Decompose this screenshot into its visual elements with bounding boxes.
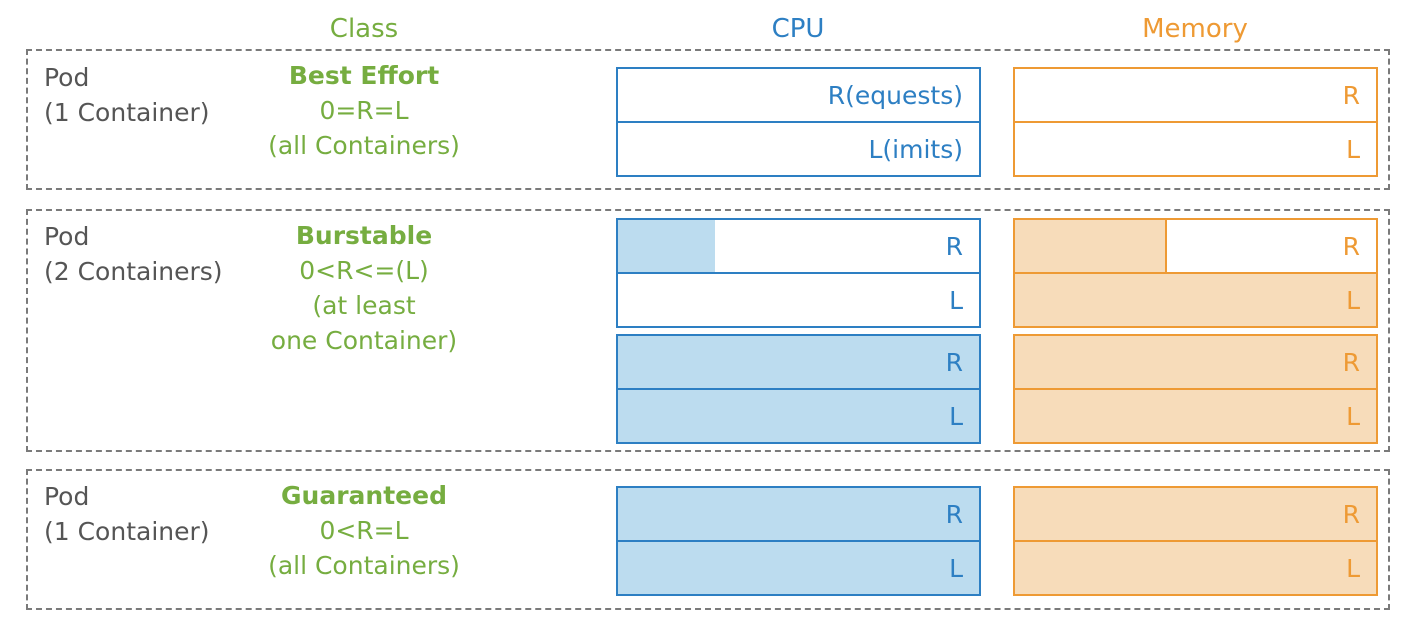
cpu-request-fill bbox=[618, 488, 979, 540]
cpu-limit-label: L bbox=[949, 401, 963, 431]
pod-box-burstable bbox=[26, 209, 1390, 452]
memory-limit-label: L bbox=[1346, 553, 1360, 583]
pod-title: Pod bbox=[44, 63, 90, 92]
memory-request-cell: R bbox=[1013, 486, 1378, 542]
memory-request-label: R bbox=[1342, 347, 1360, 377]
memory-request-cell: R bbox=[1013, 334, 1378, 390]
memory-limit-cell: L bbox=[1013, 272, 1378, 328]
pod-container-count: (1 Container) bbox=[44, 98, 210, 127]
memory-limit-label: L bbox=[1346, 401, 1360, 431]
cpu-limit-cell: L bbox=[616, 540, 981, 596]
memory-limit-cell: L bbox=[1013, 388, 1378, 444]
pod-label: Pod (1 Container) bbox=[44, 60, 210, 130]
memory-request-label: R bbox=[1342, 499, 1360, 529]
cpu-request-fill bbox=[618, 220, 716, 272]
memory-request-fill bbox=[1015, 488, 1376, 540]
cpu-request-fill bbox=[618, 336, 979, 388]
cpu-request-label: R bbox=[945, 231, 963, 261]
memory-limit-fill bbox=[1015, 542, 1376, 594]
pod-container-count: (2 Containers) bbox=[44, 257, 223, 286]
memory-limit-cell: L bbox=[1013, 540, 1378, 596]
pod-label: Pod (1 Container) bbox=[44, 479, 210, 549]
cpu-limit-fill bbox=[618, 390, 979, 442]
cpu-request-cell: R bbox=[616, 218, 981, 274]
memory-request-fill bbox=[1015, 336, 1376, 388]
cpu-limit-cell: L(imits) bbox=[616, 121, 981, 177]
pod-title: Pod bbox=[44, 482, 90, 511]
qos-class-scope: one Container) bbox=[270, 326, 458, 355]
qos-class-scope: (all Containers) bbox=[268, 131, 460, 160]
qos-class: Burstable 0<R<=(L) (at least one Contain… bbox=[199, 218, 529, 358]
cpu-request-cell: R(equests) bbox=[616, 67, 981, 123]
cpu-column-header: CPU bbox=[771, 14, 825, 44]
qos-class-scope: (at least bbox=[312, 291, 416, 320]
cpu-request-cell: R bbox=[616, 334, 981, 390]
pod-container-count: (1 Container) bbox=[44, 517, 210, 546]
qos-class-scope: (all Containers) bbox=[268, 551, 460, 580]
cpu-request-label: R bbox=[945, 499, 963, 529]
qos-class-rule: 0<R<=(L) bbox=[299, 256, 429, 285]
cpu-limit-label: L bbox=[949, 553, 963, 583]
cpu-limit-label: L bbox=[949, 285, 963, 315]
qos-class-name: Best Effort bbox=[288, 61, 440, 90]
memory-limit-fill bbox=[1015, 390, 1376, 442]
pod-box-guaranteed bbox=[26, 469, 1390, 610]
memory-column-header: Memory bbox=[1142, 14, 1248, 44]
memory-limit-cell: L bbox=[1013, 121, 1378, 177]
pod-title: Pod bbox=[44, 222, 90, 251]
pod-box-best-effort bbox=[26, 49, 1390, 190]
memory-request-cell: R bbox=[1013, 67, 1378, 123]
qos-class-rule: 0=R=L bbox=[319, 96, 409, 125]
memory-limit-label: L bbox=[1346, 285, 1360, 315]
memory-limit-fill bbox=[1015, 274, 1376, 326]
qos-class: Best Effort 0=R=L (all Containers) bbox=[199, 58, 529, 163]
qos-class-name: Guaranteed bbox=[281, 481, 447, 510]
cpu-limit-cell: L bbox=[616, 388, 981, 444]
class-column-header: Class bbox=[329, 14, 399, 44]
cpu-limit-cell: L bbox=[616, 272, 981, 328]
memory-limit-label: L bbox=[1346, 134, 1360, 164]
memory-request-label: R bbox=[1342, 80, 1360, 110]
memory-request-fill bbox=[1015, 220, 1167, 272]
cpu-request-cell: R bbox=[616, 486, 981, 542]
qos-class: Guaranteed 0<R=L (all Containers) bbox=[199, 478, 529, 583]
cpu-limit-fill bbox=[618, 542, 979, 594]
qos-class-name: Burstable bbox=[295, 221, 433, 250]
pod-label: Pod (2 Containers) bbox=[44, 219, 223, 289]
qos-class-rule: 0<R=L bbox=[319, 516, 409, 545]
memory-request-cell: R bbox=[1013, 218, 1378, 274]
cpu-request-label: R(equests) bbox=[827, 80, 963, 110]
memory-request-label: R bbox=[1342, 231, 1360, 261]
cpu-request-label: R bbox=[945, 347, 963, 377]
cpu-limit-label: L(imits) bbox=[868, 134, 963, 164]
